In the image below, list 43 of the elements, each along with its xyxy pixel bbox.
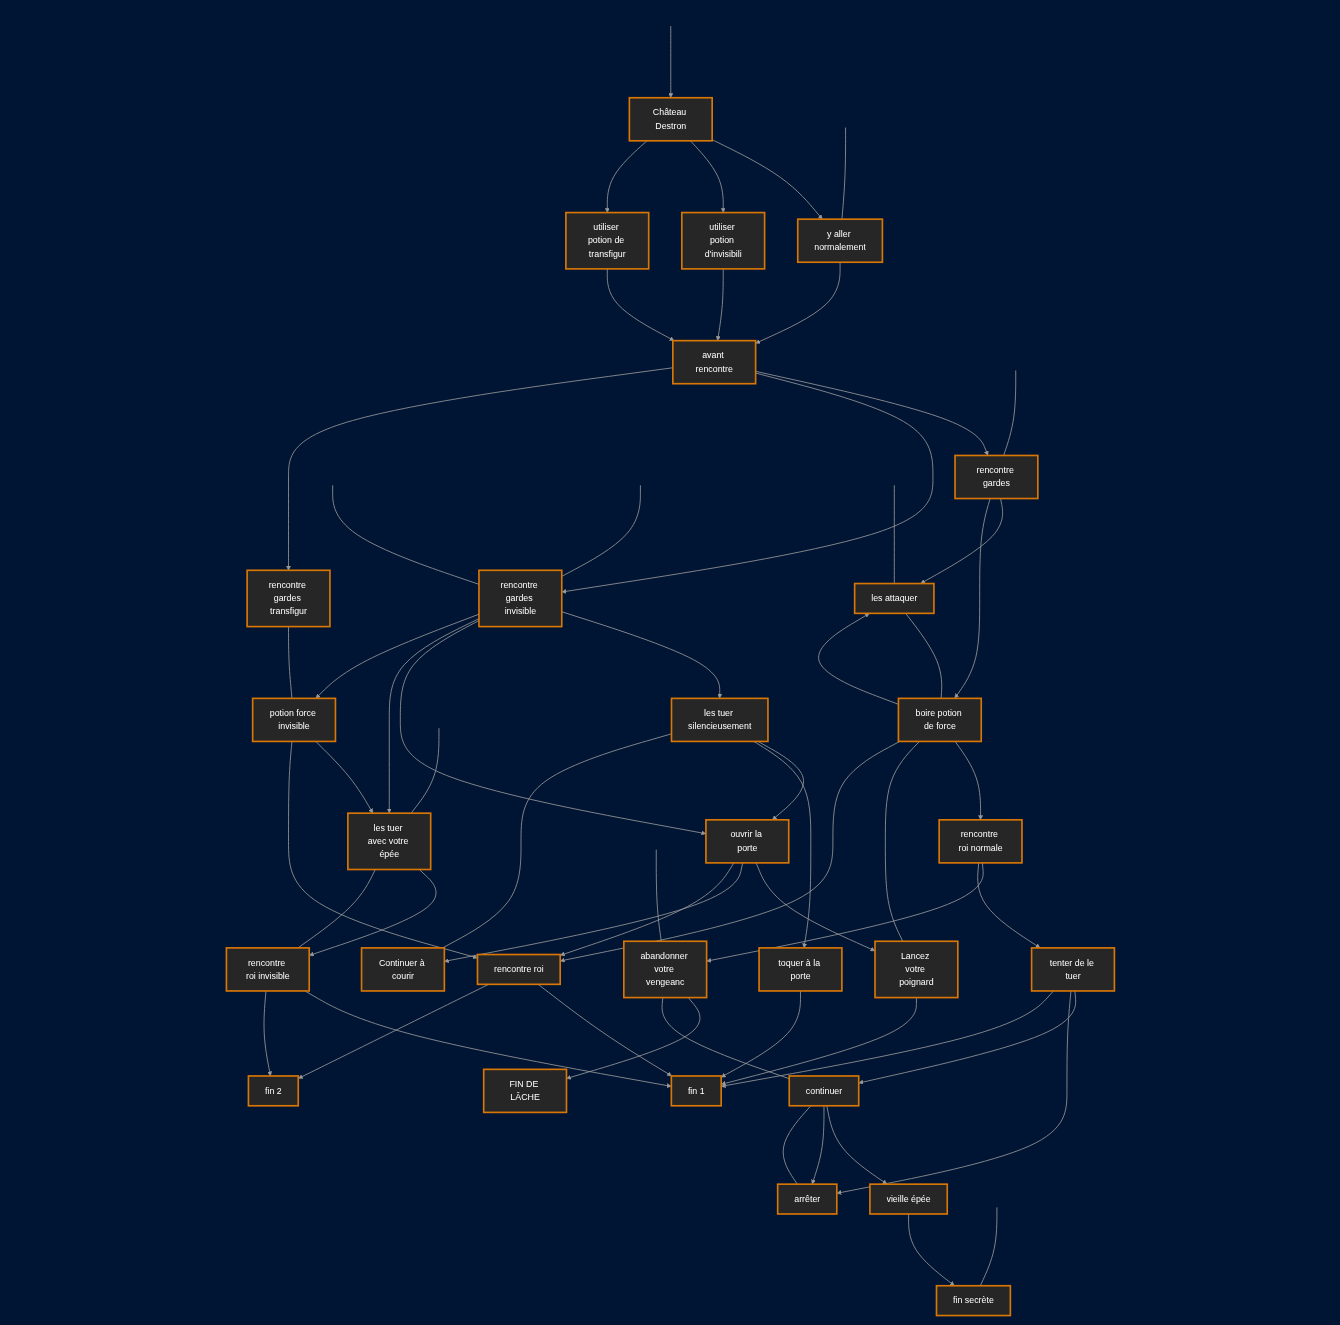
node-box xyxy=(670,697,769,743)
node-box xyxy=(853,582,935,615)
connector xyxy=(331,484,479,585)
node-box xyxy=(245,569,331,628)
connector xyxy=(287,626,292,699)
connector xyxy=(841,127,846,220)
node-box xyxy=(953,454,1039,500)
node-box xyxy=(476,953,561,986)
node-box xyxy=(776,1183,838,1215)
connector xyxy=(410,727,439,814)
node-box xyxy=(251,697,336,743)
node-box xyxy=(628,96,713,142)
connector xyxy=(441,733,672,949)
node-box xyxy=(680,211,766,270)
story-graph: Château Destron y aller normalement utiliser potion d'invisibili utiliser potion de transfigur avant rencontre rencontre gardes rencontre gardes invisible rencontre gardes transfigur les attaquer boire potion de force rencontre roi normale Lancez votre poignard les tuer silencieusement ouvrir la porte les tuer avec votre épée potion force invisible toquer à la porte Continuer à courir rencontre roi rencontre roi invisible abandonner votre vengeanc tenter de le tuer continuer arrêter fin 1 FIN DE LÂCHE vieille épée fin secrète fin 2 xyxy=(221,5,1119,1320)
node-box xyxy=(564,211,650,270)
connector xyxy=(782,1105,811,1185)
node-box xyxy=(796,218,883,264)
node-box xyxy=(757,947,843,992)
node-box xyxy=(868,1183,948,1215)
node-box xyxy=(704,819,790,864)
node-box xyxy=(225,947,310,992)
node-box xyxy=(622,940,708,999)
node-box xyxy=(1030,947,1115,992)
connector xyxy=(655,849,662,942)
connector xyxy=(904,612,942,699)
node-box xyxy=(937,819,1023,864)
node-box xyxy=(247,1075,299,1107)
connector xyxy=(979,1206,997,1287)
node-box xyxy=(788,1075,860,1107)
node-box xyxy=(935,1284,1011,1317)
node-box xyxy=(482,1068,567,1114)
connector xyxy=(1002,370,1016,456)
node-box xyxy=(873,940,959,999)
node-box xyxy=(897,697,982,743)
connector xyxy=(893,484,895,584)
node-box xyxy=(477,569,563,628)
node-box xyxy=(671,339,757,385)
node-box xyxy=(670,1075,722,1107)
node-box xyxy=(360,947,445,992)
node-box xyxy=(346,812,432,871)
connector xyxy=(297,869,376,949)
connector xyxy=(884,741,920,942)
